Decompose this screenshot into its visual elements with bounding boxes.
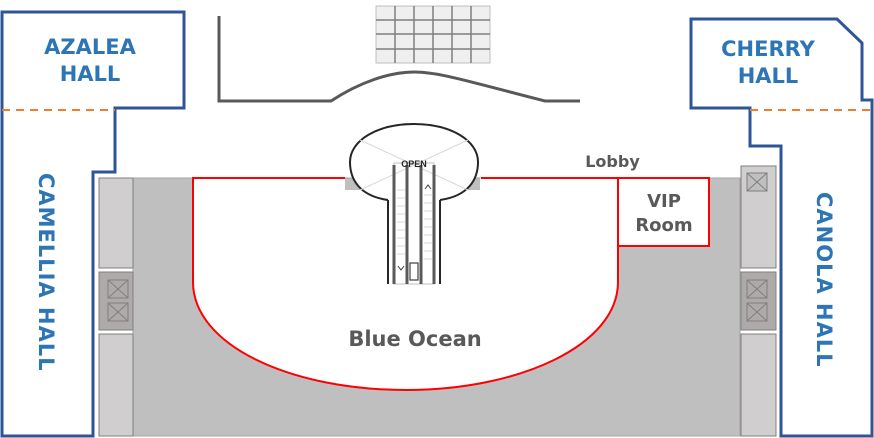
right-elevator-block[interactable] [740,271,777,331]
elevator-icon [107,279,129,299]
vip-room-area[interactable] [617,177,710,247]
left-column-bottom [98,333,134,437]
canola-hall-label[interactable]: CANOLA HALL [812,192,836,368]
lobby-label[interactable]: Lobby [585,152,640,171]
escalator-down-arrow-icon [397,265,405,271]
azalea-hall-label[interactable]: AZALEA HALL [30,34,150,88]
cherry-hall-label-line2: HALL [737,64,799,88]
azalea-hall-label-line2: HALL [59,62,121,86]
vip-room-label-line2: Room [635,215,693,236]
right-column-top [740,165,777,269]
elevator-icon [746,302,768,322]
right-column-bottom [740,333,777,437]
escalator-up-arrow-icon [424,184,432,190]
vip-room-label[interactable]: VIP Room [620,190,708,238]
top-wall [217,16,580,103]
elevator-icon [746,279,768,299]
cherry-hall-label[interactable]: CHERRY HALL [708,36,828,90]
azalea-hall-outline[interactable] [0,10,186,438]
elevator-door-icon [409,262,419,281]
vip-room-label-line1: VIP [647,191,681,212]
blue-ocean-outline [192,177,619,392]
left-elevator-block[interactable] [98,271,134,331]
cherry-hall-outline[interactable] [689,17,874,438]
stage-grid [375,5,491,64]
escalator-atrium: OPEN [348,122,480,285]
cherry-hall-label-line1: CHERRY [721,37,815,61]
camellia-hall-label[interactable]: CAMELLIA HALL [34,172,58,372]
elevator-icon [746,172,768,192]
azalea-hall-label-line1: AZALEA [44,35,136,59]
escalator-sign: OPEN [401,159,427,169]
elevator-icon [107,302,129,322]
blue-ocean-label[interactable]: Blue Ocean [348,327,482,351]
left-column-top [98,177,134,269]
